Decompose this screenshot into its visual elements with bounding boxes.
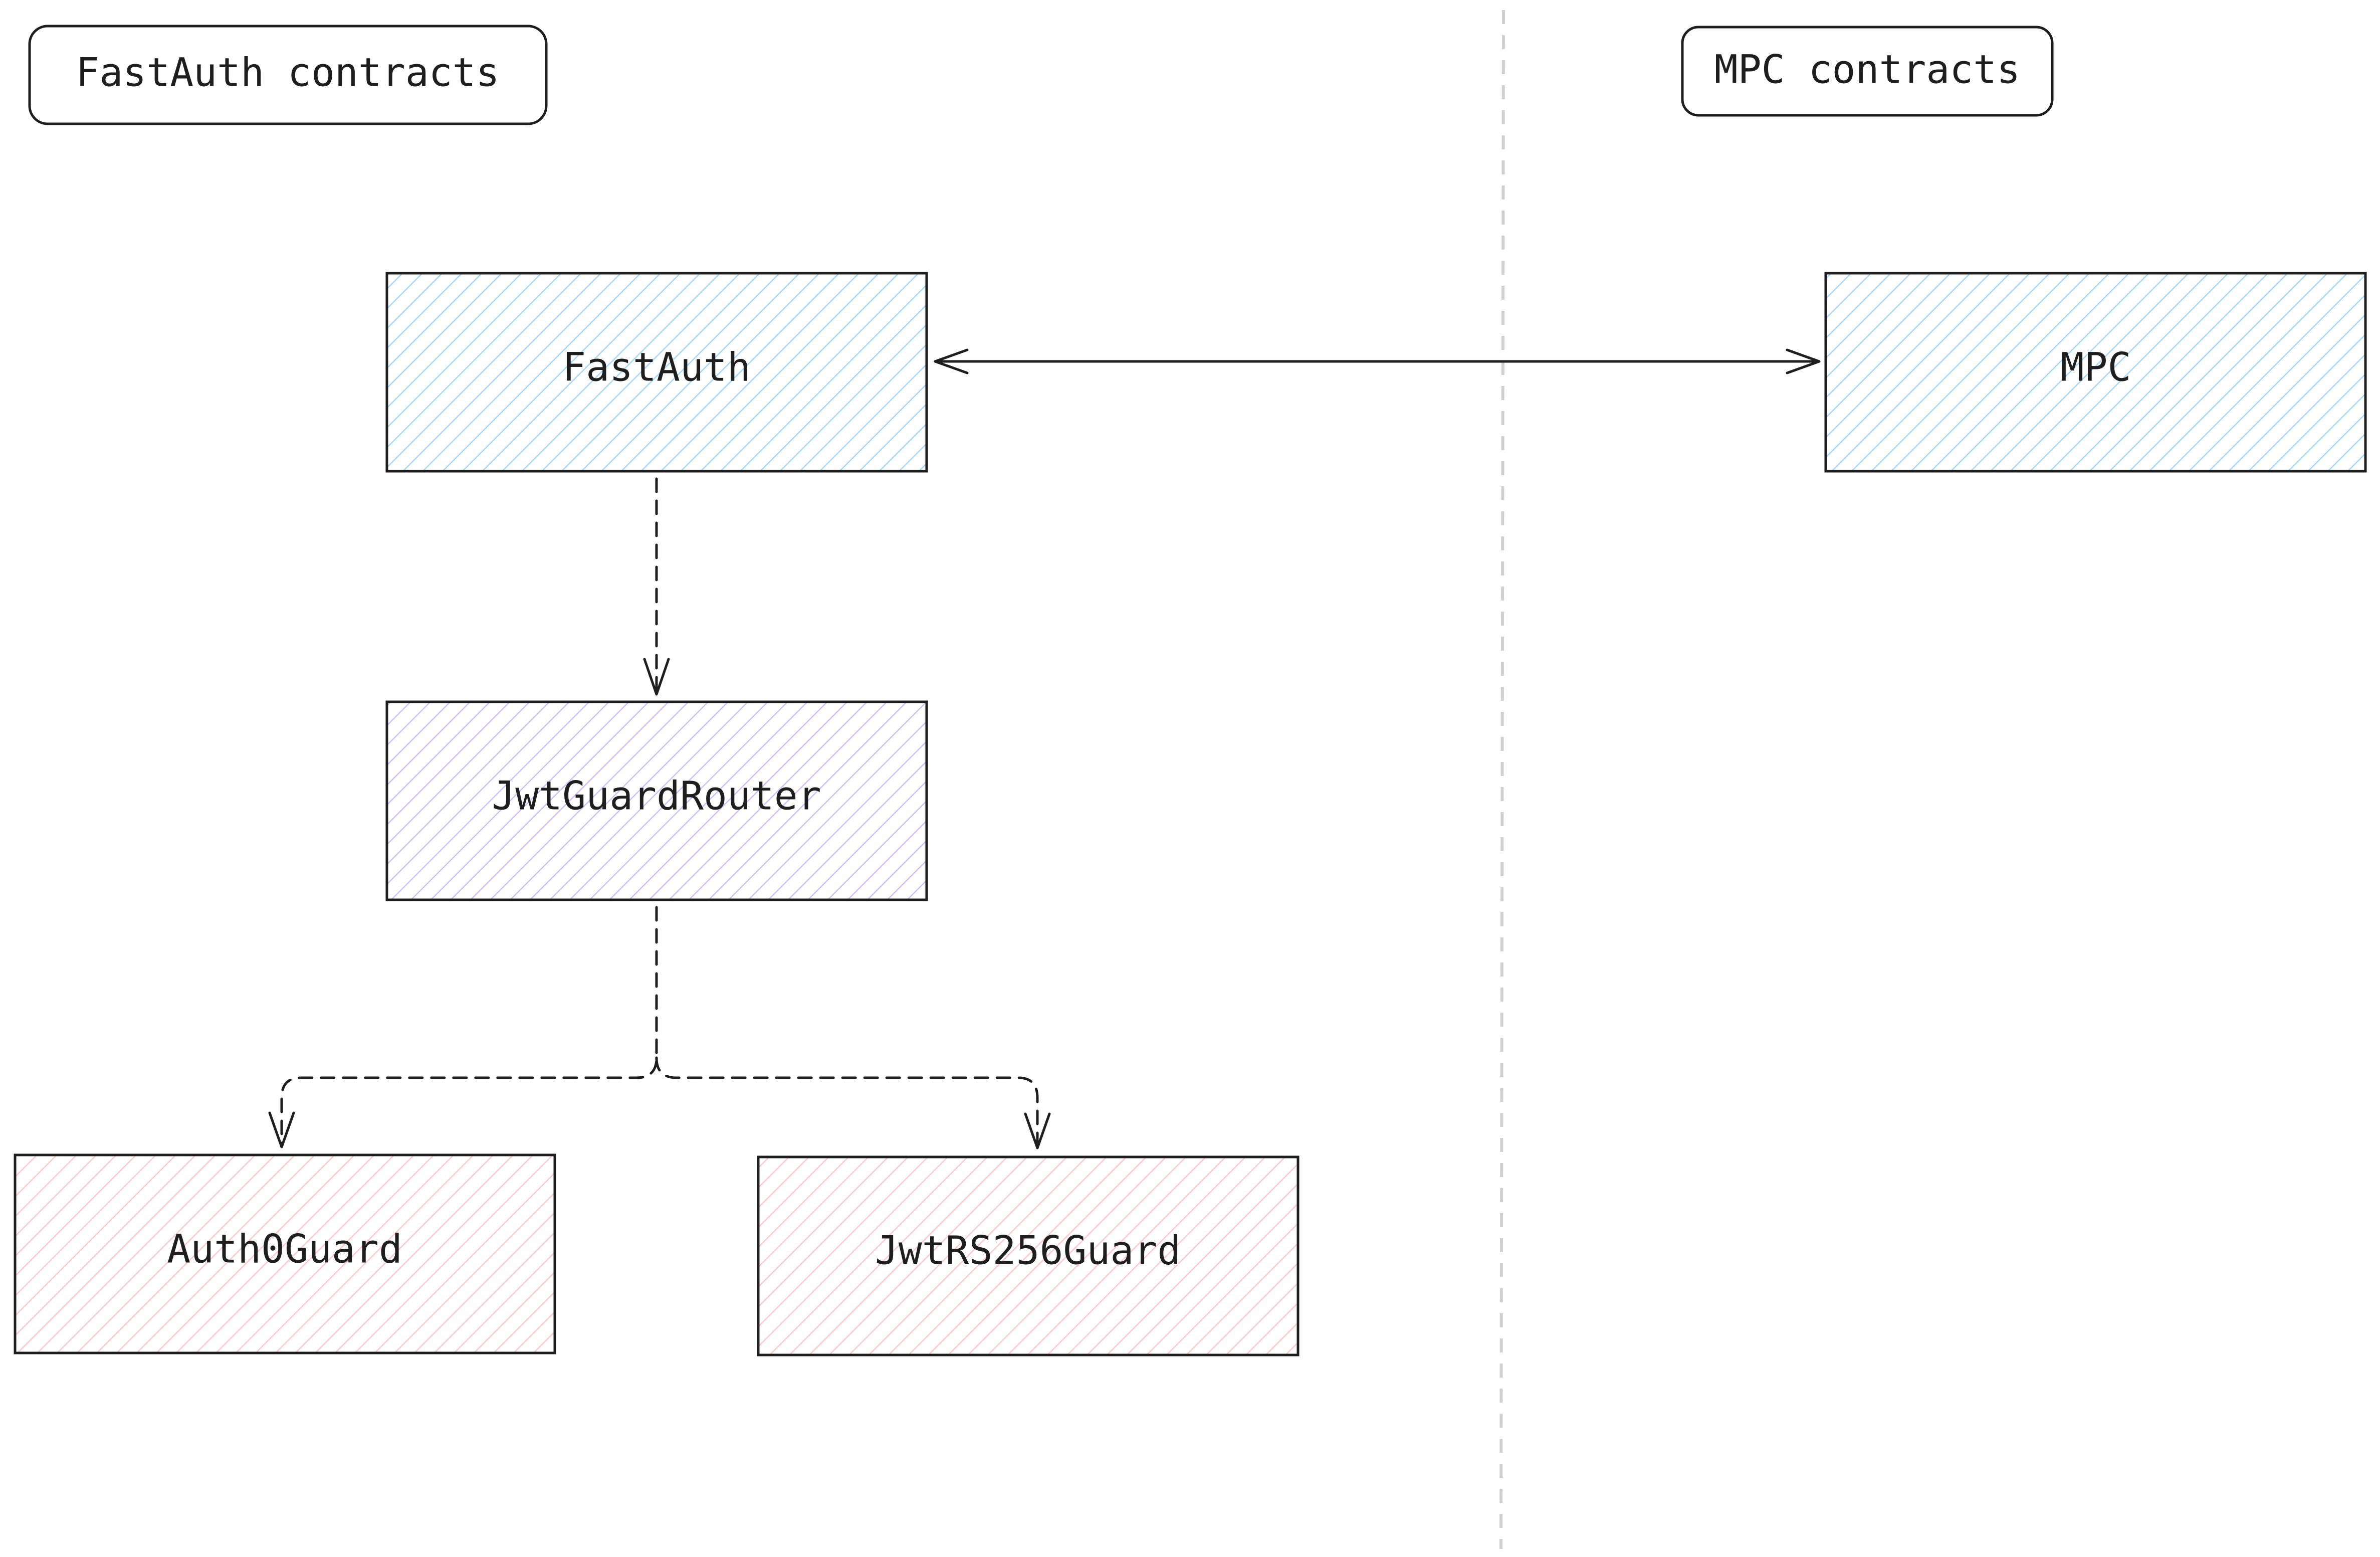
fastauth-contracts-label: FastAuth contracts — [28, 25, 548, 125]
fastauth-router-arrow — [643, 477, 670, 696]
auth0-guard-node-label: Auth0Guard — [167, 1227, 402, 1272]
fastauth-contracts-label-text: FastAuth contracts — [76, 50, 499, 95]
fastauth-node: FastAuth — [385, 272, 928, 473]
mpc-contracts-label: MPC contracts — [1681, 26, 2054, 117]
fastauth-node-label: FastAuth — [562, 345, 751, 390]
jwt-guard-router-node-label: JwtGuardRouter — [492, 773, 821, 819]
mpc-node-label: MPC — [2061, 345, 2131, 390]
jwt-rs256-guard-node-label: JwtRS256Guard — [875, 1228, 1181, 1273]
mpc-node: MPC — [1824, 272, 2367, 473]
jwt-rs256-guard-node: JwtRS256Guard — [757, 1155, 1300, 1356]
mpc-contracts-label-text: MPC contracts — [1714, 47, 2020, 92]
jwt-guard-router-node: JwtGuardRouter — [385, 700, 928, 901]
group-divider — [1499, 10, 1505, 1549]
auth0-guard-node: Auth0Guard — [14, 1153, 556, 1354]
fastauth-mpc-arrow — [934, 348, 1821, 374]
router-guards-arrows — [268, 906, 1051, 1149]
